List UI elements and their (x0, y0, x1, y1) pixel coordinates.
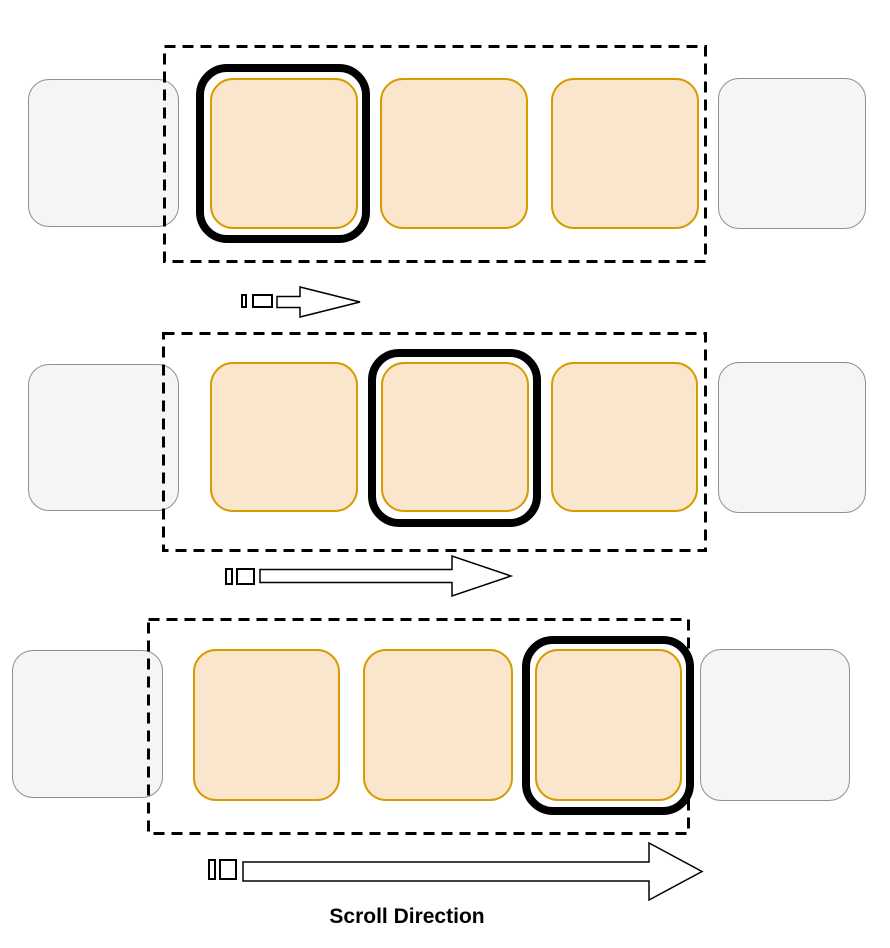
scroll-marker-square-icon (236, 568, 255, 585)
scroll-marker-square-icon (252, 294, 273, 308)
offscreen-card-left (12, 650, 163, 798)
offscreen-card-right (700, 649, 850, 801)
visible-card-1 (193, 649, 340, 801)
scroll-marker-thin-icon (225, 568, 233, 585)
visible-card-2 (363, 649, 513, 801)
scroll-arrow-small-icon (276, 286, 361, 318)
viewport-frame (163, 45, 707, 263)
selection-ring (196, 64, 370, 243)
scroll-arrow-large-icon (242, 841, 704, 902)
visible-card-2 (381, 362, 529, 512)
viewport-frame (162, 332, 707, 552)
scroll-arrow-medium-icon (259, 554, 514, 598)
scroll-marker-square-icon (219, 859, 237, 880)
visible-card-2 (380, 78, 528, 229)
visible-card-3 (551, 362, 698, 512)
visible-card-1 (210, 78, 358, 229)
scroll-marker-thin-icon (208, 859, 216, 880)
scroll-marker-thin-icon (241, 294, 247, 308)
viewport-frame (147, 618, 690, 835)
visible-card-1 (210, 362, 358, 512)
selection-ring (522, 636, 694, 815)
offscreen-card-left (28, 79, 179, 227)
caption-scroll-direction: Scroll Direction (329, 905, 485, 928)
offscreen-card-left (28, 364, 179, 511)
visible-card-3 (535, 649, 682, 801)
offscreen-card-right (718, 78, 866, 229)
selection-ring (368, 349, 541, 527)
offscreen-card-right (718, 362, 866, 513)
visible-card-3 (551, 78, 699, 229)
